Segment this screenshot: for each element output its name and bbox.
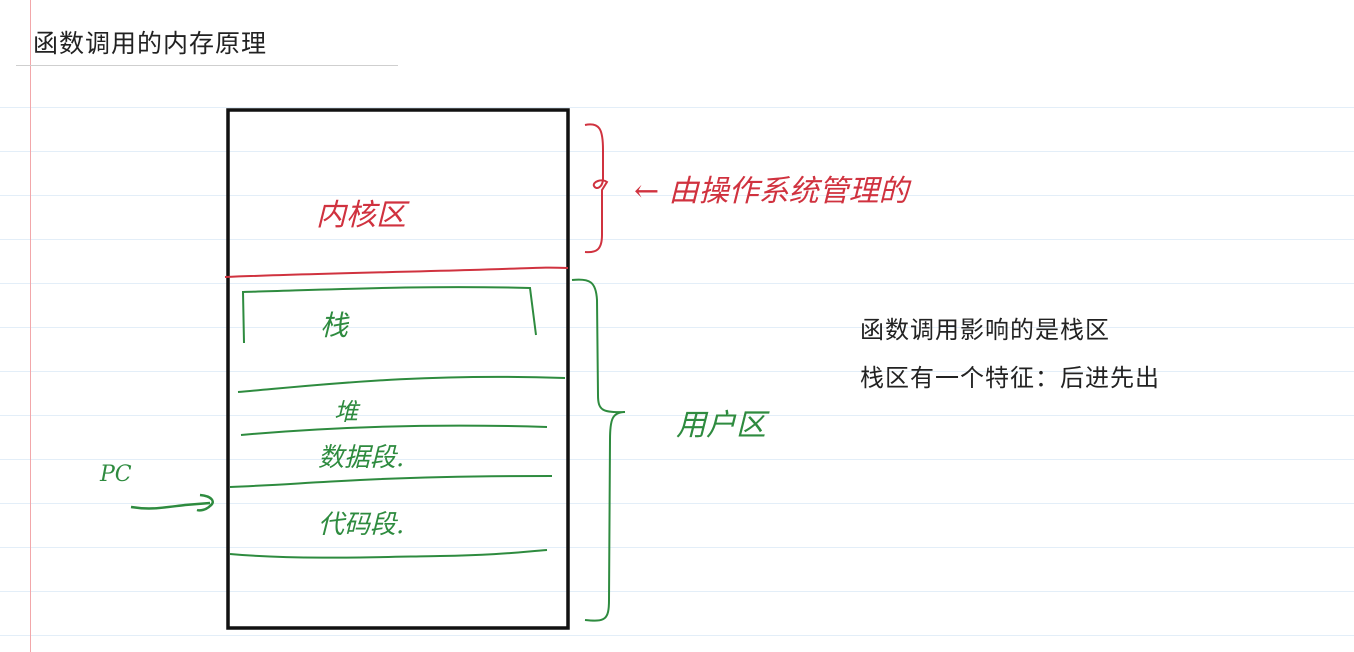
pc-label: PC: [100, 462, 132, 487]
kernel-user-divider: [224, 266, 569, 278]
stack-bracket: [241, 286, 537, 344]
margin-line: [30, 0, 31, 652]
pc-arrow: [130, 501, 211, 510]
heap-segment-label: 堆: [334, 398, 358, 426]
note-line-1: 函数调用影响的是栈区: [860, 316, 1110, 344]
kernel-brace: [584, 123, 609, 254]
header-area: [0, 0, 1354, 106]
data-segment-line: [229, 475, 553, 488]
page-title: 函数调用的内存原理: [33, 29, 268, 58]
pc-arrow-head: [196, 493, 214, 512]
stack-segment-label: 栈: [320, 309, 349, 342]
code-segment-label: 代码段.: [318, 510, 405, 540]
title-divider: [16, 65, 398, 66]
memory-box: [226, 108, 570, 630]
heap-bottom-line: [240, 424, 548, 436]
kernel-area-label: 内核区: [316, 198, 406, 233]
user-brace: [571, 278, 626, 622]
data-segment-label: 数据段.: [318, 443, 405, 473]
user-area-label: 用户区: [676, 408, 766, 443]
kernel-annotation: ← 由操作系统管理的: [634, 174, 909, 209]
heap-top-line: [237, 375, 566, 393]
note-line-2: 栈区有一个特征：后进先出: [860, 364, 1160, 392]
code-segment-line: [229, 549, 548, 559]
